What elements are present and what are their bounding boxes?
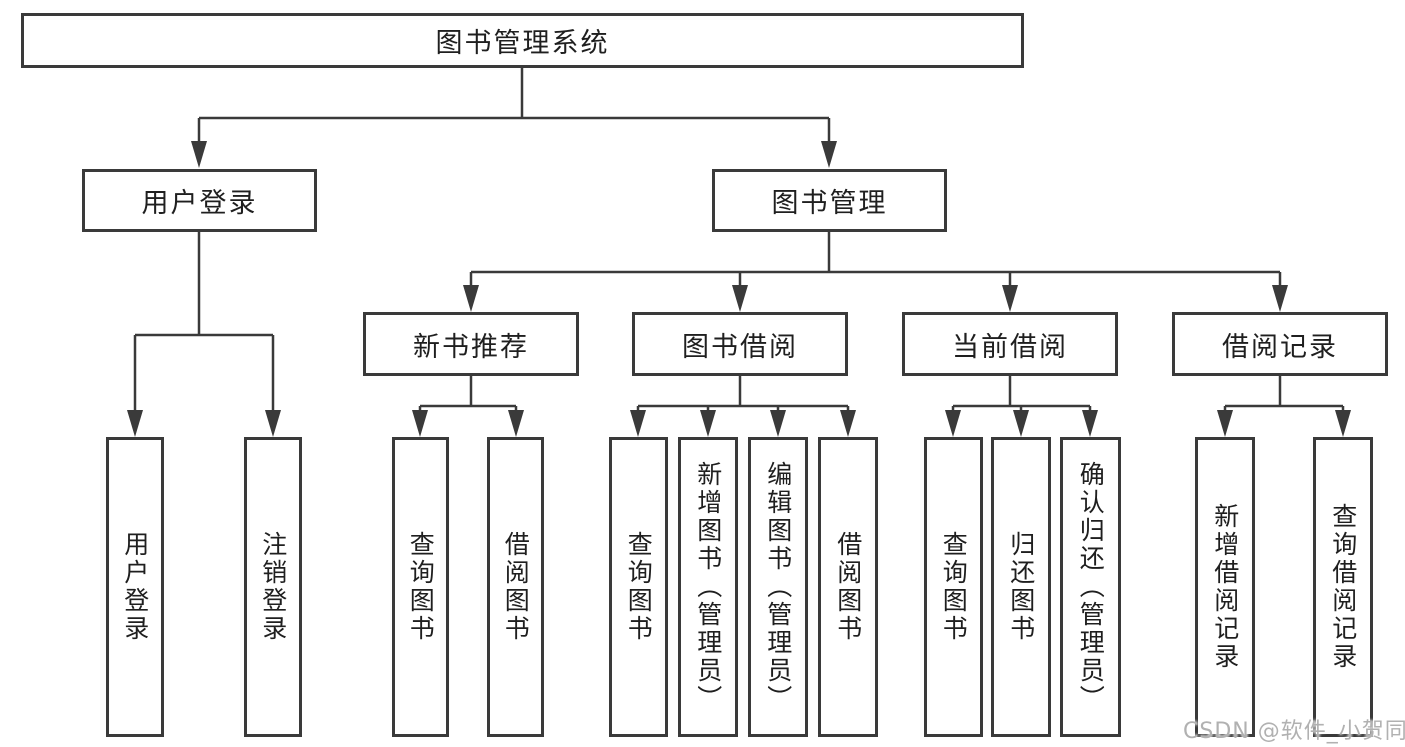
connector-recommend-children	[418, 376, 518, 411]
arrowheads-current-children	[945, 410, 1098, 437]
arrowheads-records-children	[1217, 410, 1351, 437]
arrowheads-recommend-children	[412, 410, 524, 437]
node-user-login: 用户登录	[82, 169, 317, 232]
leaf-recommend-query-books: 查询图书	[392, 437, 449, 737]
leaf-borrow-add-books-admin: 新增图书（管理员）	[678, 437, 738, 737]
leaf-borrow-edit-books-admin: 编辑图书（管理员）	[748, 437, 808, 737]
connector-current-children	[951, 376, 1092, 411]
connector-borrow-children	[636, 376, 850, 411]
connector-userlogin-children	[133, 232, 275, 411]
watermark: CSDN @软件_小贺同学	[1183, 719, 1405, 744]
connector-root-to-level2	[197, 68, 831, 142]
leaf-current-query-books: 查询图书	[924, 437, 983, 737]
leaf-recommend-borrow-books: 借阅图书	[487, 437, 544, 737]
arrowheads-borrow-children	[630, 410, 856, 437]
connector-bookmgmt-modules	[469, 232, 1282, 286]
node-book-management: 图书管理	[712, 169, 947, 232]
leaf-records-query-record: 查询借阅记录	[1313, 437, 1373, 737]
node-current-borrow: 当前借阅	[902, 312, 1118, 376]
leaf-logout: 注销登录	[244, 437, 302, 737]
leaf-borrow-borrow-books: 借阅图书	[818, 437, 878, 737]
leaf-current-confirm-return-admin: 确认归还（管理员）	[1060, 437, 1121, 737]
node-book-borrow: 图书借阅	[632, 312, 848, 376]
connector-records-children	[1223, 376, 1345, 411]
node-new-book-recommend: 新书推荐	[363, 312, 579, 376]
leaf-user-login: 用户登录	[106, 437, 164, 737]
node-root-system: 图书管理系统	[21, 13, 1024, 68]
arrowheads-modules	[463, 285, 1288, 312]
arrowheads-userlogin-children	[127, 410, 281, 437]
node-borrow-records: 借阅记录	[1172, 312, 1388, 376]
leaf-current-return-books: 归还图书	[991, 437, 1051, 737]
leaf-borrow-query-books: 查询图书	[609, 437, 668, 737]
arrowheads-level2	[191, 141, 837, 168]
leaf-records-add-record: 新增借阅记录	[1195, 437, 1255, 737]
